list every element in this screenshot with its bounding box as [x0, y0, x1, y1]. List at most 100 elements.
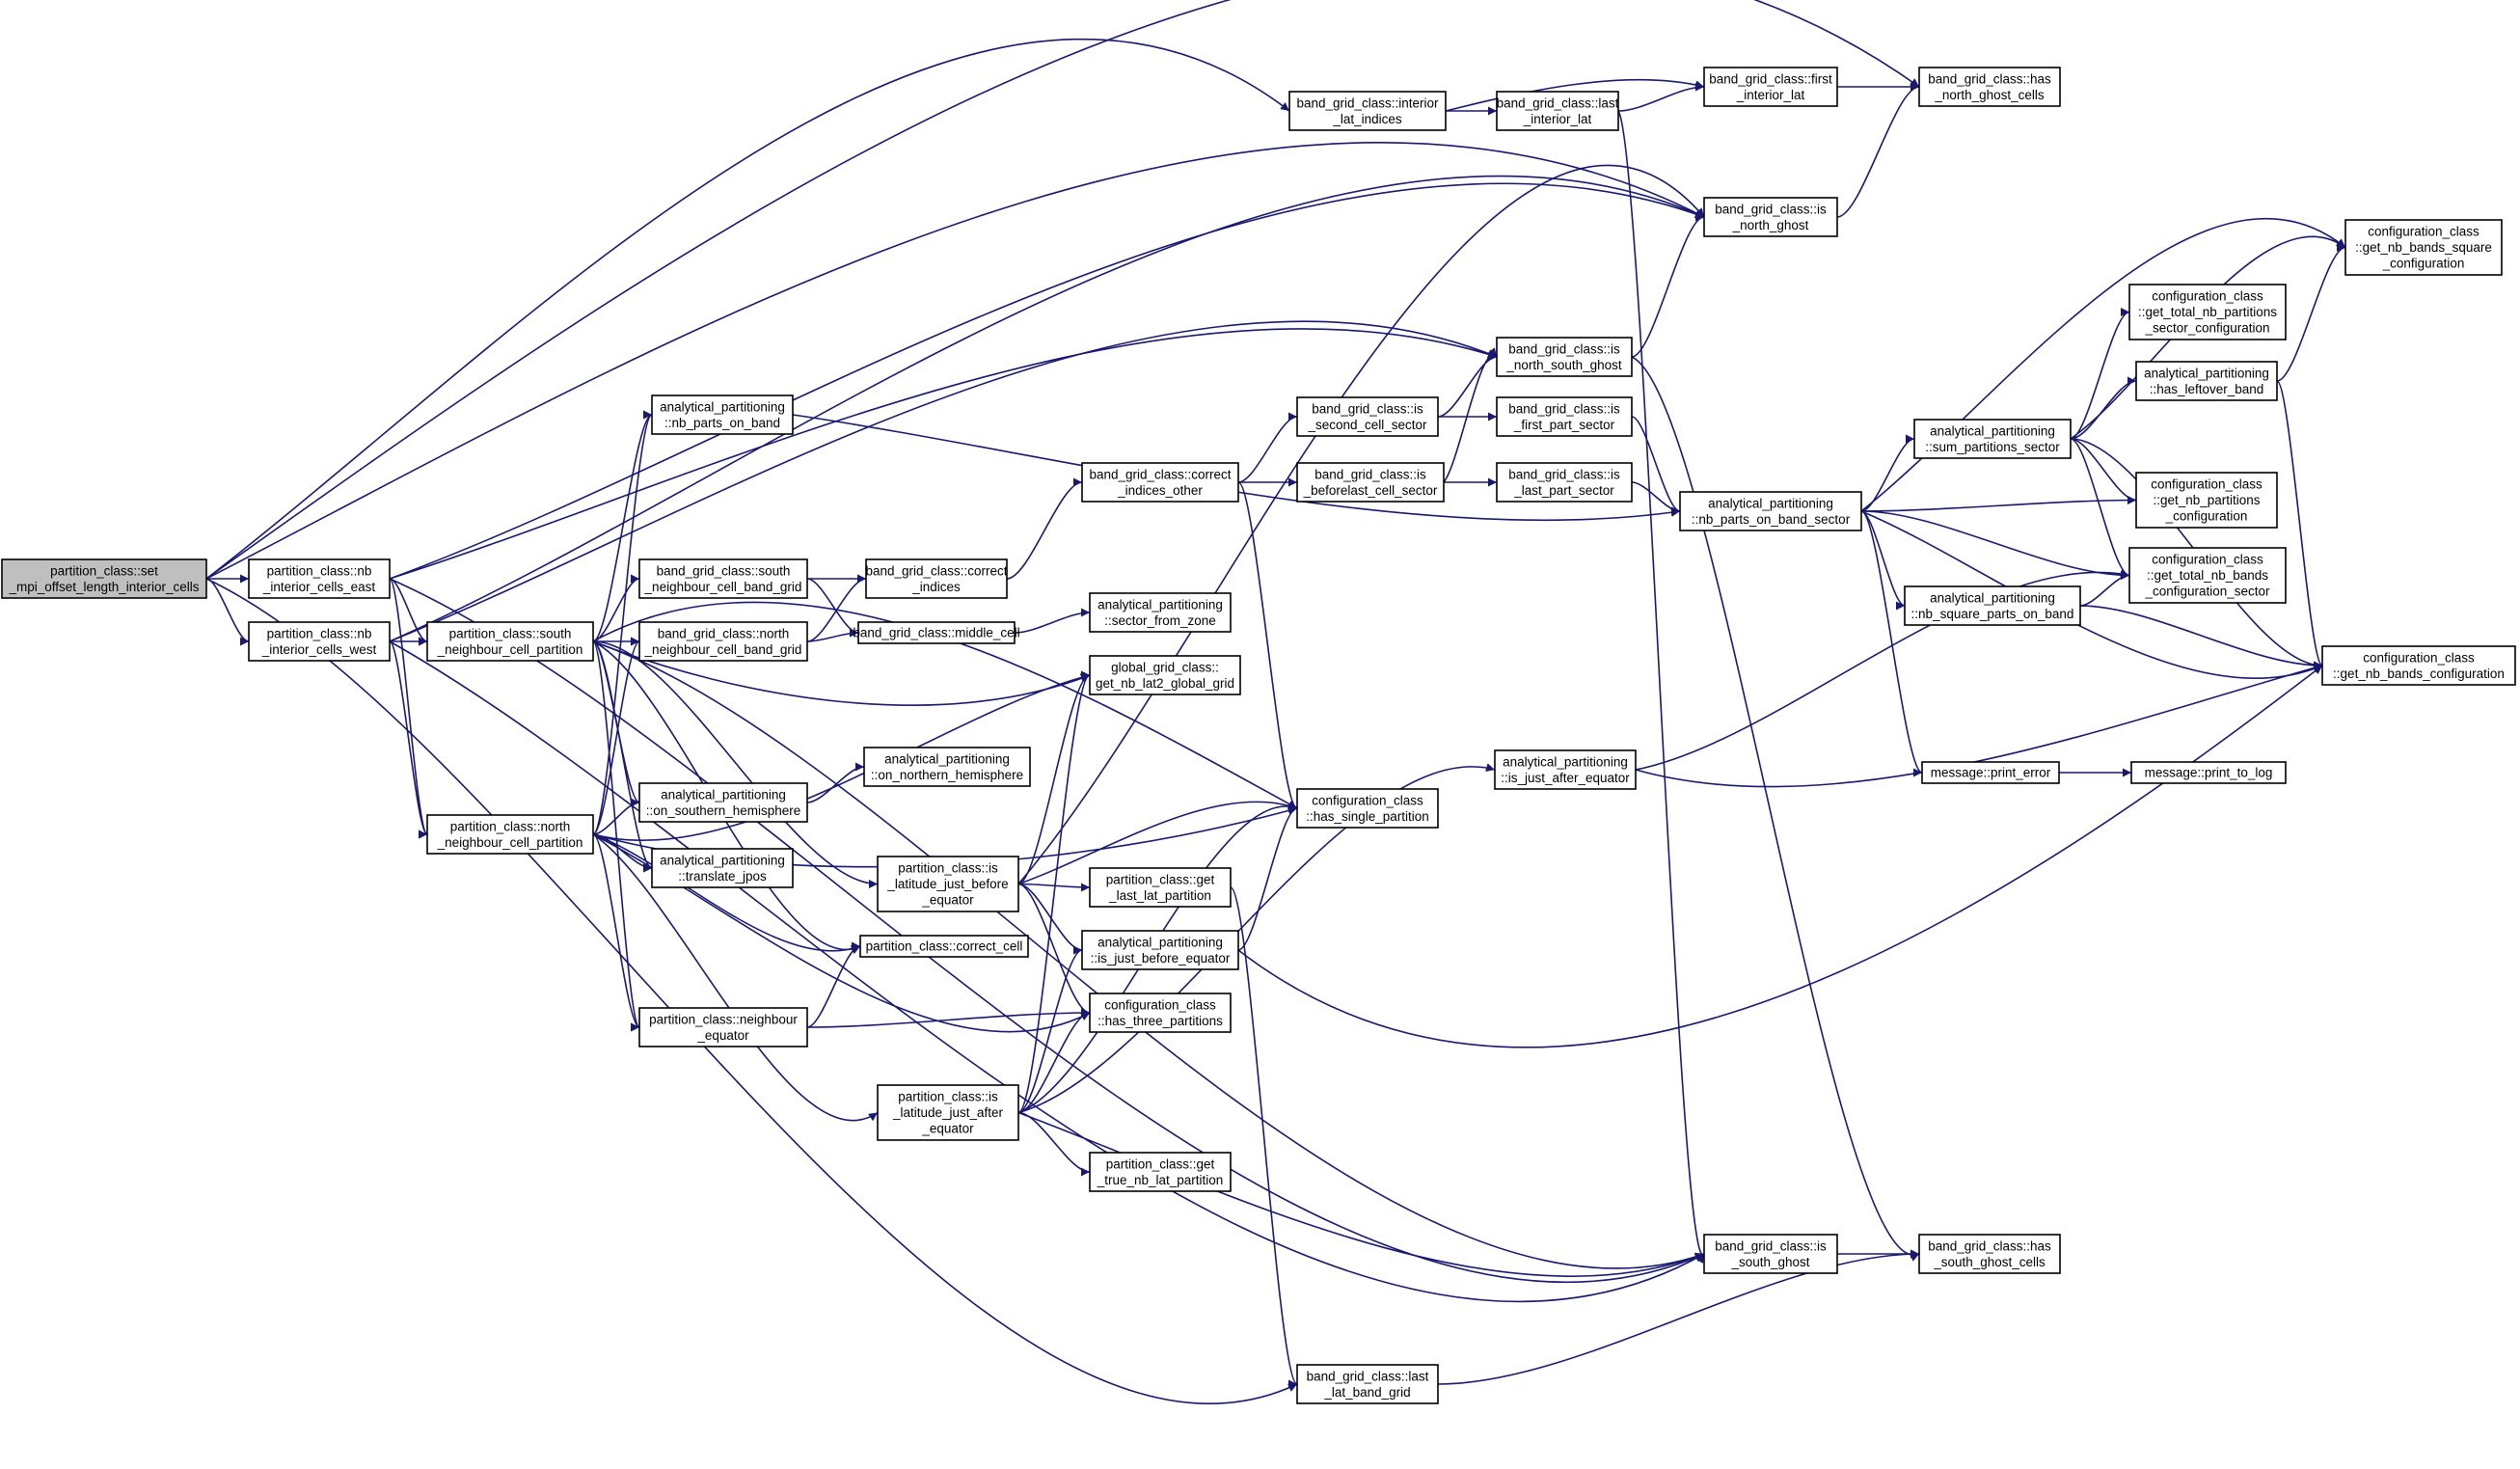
node-label-line: analytical_partitioning — [660, 399, 785, 414]
call-edge — [1635, 569, 2130, 771]
node-bg-is-north-ghost[interactable]: band_grid_class::is_north_ghost — [1703, 197, 1838, 237]
node-bg-is-beforelast[interactable]: band_grid_class::is_beforelast_cell_sect… — [1296, 462, 1445, 503]
call-edge — [806, 628, 859, 642]
node-msg-print-error[interactable]: message::print_error — [1921, 761, 2060, 784]
node-cc-get-total-nb-bands[interactable]: configuration_class::get_total_nb_bands_… — [2128, 547, 2287, 604]
node-label-line: ::sum_partitions_sector — [1925, 440, 2060, 454]
node-label-line: analytical_partitioning — [1930, 590, 2055, 605]
node-box — [859, 935, 1029, 958]
call-edge — [592, 640, 640, 1032]
node-bg-correct-indices-other[interactable]: band_grid_class::correct_indices_other — [1081, 462, 1239, 503]
node-bg-has-south-ghost-cells[interactable]: band_grid_class::has_south_ghost_cells — [1918, 1234, 2061, 1274]
node-box — [1296, 788, 1439, 829]
node-cc-has-three[interactable]: configuration_class::has_three_partition… — [1089, 993, 1232, 1033]
node-cc-get-nb-bands-square[interactable]: configuration_class::get_nb_bands_square… — [2344, 219, 2503, 276]
node-ap-translate[interactable]: analytical_partitioning::translate_jpos — [651, 848, 794, 888]
node-box — [2128, 547, 2287, 604]
node-gg-get-nb-lat2[interactable]: global_grid_class::get_nb_lat2_global_gr… — [1089, 655, 1241, 695]
node-box — [1703, 1234, 1838, 1274]
node-ap-nb-parts-on-band-sector[interactable]: analytical_partitioning::nb_parts_on_ban… — [1679, 491, 1862, 531]
node-set-mpi[interactable]: partition_class::set_mpi_offset_length_i… — [1, 558, 207, 599]
node-label-line: _neighbour_cell_band_grid — [644, 580, 802, 594]
node-bg-is-last-part[interactable]: band_grid_class::is_last_part_sector — [1496, 462, 1633, 503]
call-edge — [1437, 1249, 1920, 1385]
node-label-line: _configuration — [2165, 509, 2248, 524]
node-box — [1679, 491, 1862, 531]
node-label-line: band_grid_class::middle_cell — [853, 626, 1019, 640]
node-bg-is-south-ghost[interactable]: band_grid_class::is_south_ghost — [1703, 1234, 1838, 1274]
node-label-line: _neighbour_cell_partition — [437, 642, 583, 657]
node-ap-has-leftover[interactable]: analytical_partitioning::has_leftover_ba… — [2135, 361, 2278, 401]
node-south-ncp[interactable]: partition_class::south_neighbour_cell_pa… — [426, 621, 594, 662]
node-nb-west[interactable]: partition_class::nb_interior_cells_west — [248, 621, 391, 662]
call-edge — [592, 640, 879, 888]
call-edge — [1014, 608, 1091, 634]
node-pc-neighbour-eq[interactable]: partition_class::neighbour_equator — [638, 1007, 808, 1047]
node-box — [1081, 930, 1239, 970]
node-cc-get-total-nb-partitions[interactable]: configuration_class::get_total_nb_partit… — [2128, 284, 2287, 340]
node-nb-east[interactable]: partition_class::nb_interior_cells_east — [248, 558, 391, 599]
node-bg-middle-cell[interactable]: band_grid_class::middle_cell — [853, 621, 1020, 644]
node-label-line: _configuration — [2382, 257, 2465, 271]
call-edge — [1631, 356, 1920, 1262]
node-ap-sum-partitions[interactable]: analytical_partitioning::sum_partitions_… — [1913, 419, 2072, 459]
node-bg-last-lat-band-grid[interactable]: band_grid_class::last_lat_band_grid — [1296, 1364, 1439, 1404]
node-bg-has-north-ghost-cells[interactable]: band_grid_class::has_north_ghost_cells — [1918, 67, 2061, 107]
node-bg-is-second-cell[interactable]: band_grid_class::is_second_cell_sector — [1296, 396, 1439, 437]
call-edge — [1017, 763, 1496, 1114]
node-ap-nb-parts-on-band[interactable]: analytical_partitioning::nb_parts_on_ban… — [651, 394, 794, 435]
node-bg-correct-indices[interactable]: band_grid_class::correct_indices — [865, 558, 1008, 599]
node-bg-is-first-part[interactable]: band_grid_class::is_first_part_sector — [1496, 396, 1633, 437]
node-label-line: ::get_nb_bands_configuration — [2333, 666, 2505, 681]
node-label-line: _lat_indices — [1332, 112, 1402, 126]
node-ap-sector-from-zone[interactable]: analytical_partitioning::sector_from_zon… — [1089, 592, 1232, 633]
node-bg-first-interior-lat[interactable]: band_grid_class::first_interior_lat — [1703, 67, 1838, 107]
node-label-line: analytical_partitioning — [1503, 754, 1628, 769]
node-box — [426, 621, 594, 662]
node-cc-get-nb-bands[interactable]: configuration_class::get_nb_bands_config… — [2321, 645, 2516, 686]
node-pc-is-lat-after[interactable]: partition_class::is_latitude_just_after_… — [877, 1084, 1019, 1141]
node-label-line: ::is_just_before_equator — [1091, 951, 1231, 966]
call-edge — [205, 578, 250, 646]
call-edge — [1017, 883, 1091, 892]
node-label-line: configuration_class — [1104, 997, 1216, 1012]
node-ap-is-just-after[interactable]: analytical_partitioning::is_just_after_e… — [1494, 749, 1637, 790]
node-ap-is-just-before[interactable]: analytical_partitioning::is_just_before_… — [1081, 930, 1239, 970]
node-box — [1089, 993, 1232, 1033]
node-label-line: global_grid_class:: — [1111, 660, 1219, 674]
node-box — [1496, 462, 1633, 503]
node-bg-is-north-south-ghost[interactable]: band_grid_class::is_north_south_ghost — [1496, 337, 1633, 377]
node-label-line: configuration_class — [2152, 553, 2263, 567]
node-ap-on-southern[interactable]: analytical_partitioning::on_southern_hem… — [638, 782, 808, 823]
node-box — [638, 782, 808, 823]
node-label-line: band_grid_class::south — [657, 563, 791, 578]
node-pc-get-true-nb-lat[interactable]: partition_class::get_true_nb_lat_partiti… — [1089, 1152, 1232, 1192]
node-pc-is-lat-before[interactable]: partition_class::is_latitude_just_before… — [877, 856, 1019, 912]
node-label-line: _indices_other — [1117, 483, 1203, 498]
node-bg-north-ncbg[interactable]: band_grid_class::north_neighbour_cell_ba… — [638, 621, 808, 662]
node-label-line: ::sector_from_zone — [1104, 613, 1216, 628]
call-edge — [806, 762, 865, 803]
node-bg-last-interior-lat[interactable]: band_grid_class::last_interior_lat — [1496, 91, 1619, 131]
node-box — [1918, 67, 2061, 107]
call-edge — [2070, 438, 2137, 504]
node-ap-on-northern[interactable]: analytical_partitioning::on_northern_hem… — [863, 747, 1031, 787]
node-north-ncp[interactable]: partition_class::north_neighbour_cell_pa… — [426, 814, 594, 855]
node-cc-has-single[interactable]: configuration_class::has_single_partitio… — [1296, 788, 1439, 829]
node-cc-get-nb-partitions[interactable]: configuration_class::get_nb_partitions_c… — [2135, 472, 2278, 529]
node-bg-interior-lat-indices[interactable]: band_grid_class::interior_lat_indices — [1288, 91, 1447, 131]
call-edge — [2276, 243, 2346, 382]
node-pc-correct-cell[interactable]: partition_class::correct_cell — [859, 935, 1029, 958]
node-label-line: ::has_three_partitions — [1097, 1014, 1223, 1028]
node-ap-nb-square-parts[interactable]: analytical_partitioning::nb_square_parts… — [1904, 585, 2081, 626]
node-label-line: configuration_class — [2363, 650, 2475, 665]
call-edge — [806, 1008, 1091, 1028]
node-msg-print-to-log[interactable]: message::print_to_log — [2130, 761, 2287, 784]
node-bg-south-ncbg[interactable]: band_grid_class::south_neighbour_cell_ba… — [638, 558, 808, 599]
node-label-line: band_grid_class::is — [1715, 202, 1827, 216]
call-edge — [1860, 496, 2137, 512]
node-label-line: _last_lat_partition — [1108, 888, 1211, 903]
node-pc-get-last-lat[interactable]: partition_class::get_last_lat_partition — [1089, 867, 1232, 908]
node-label-line: analytical_partitioning — [1708, 496, 1833, 510]
node-box — [651, 848, 794, 888]
